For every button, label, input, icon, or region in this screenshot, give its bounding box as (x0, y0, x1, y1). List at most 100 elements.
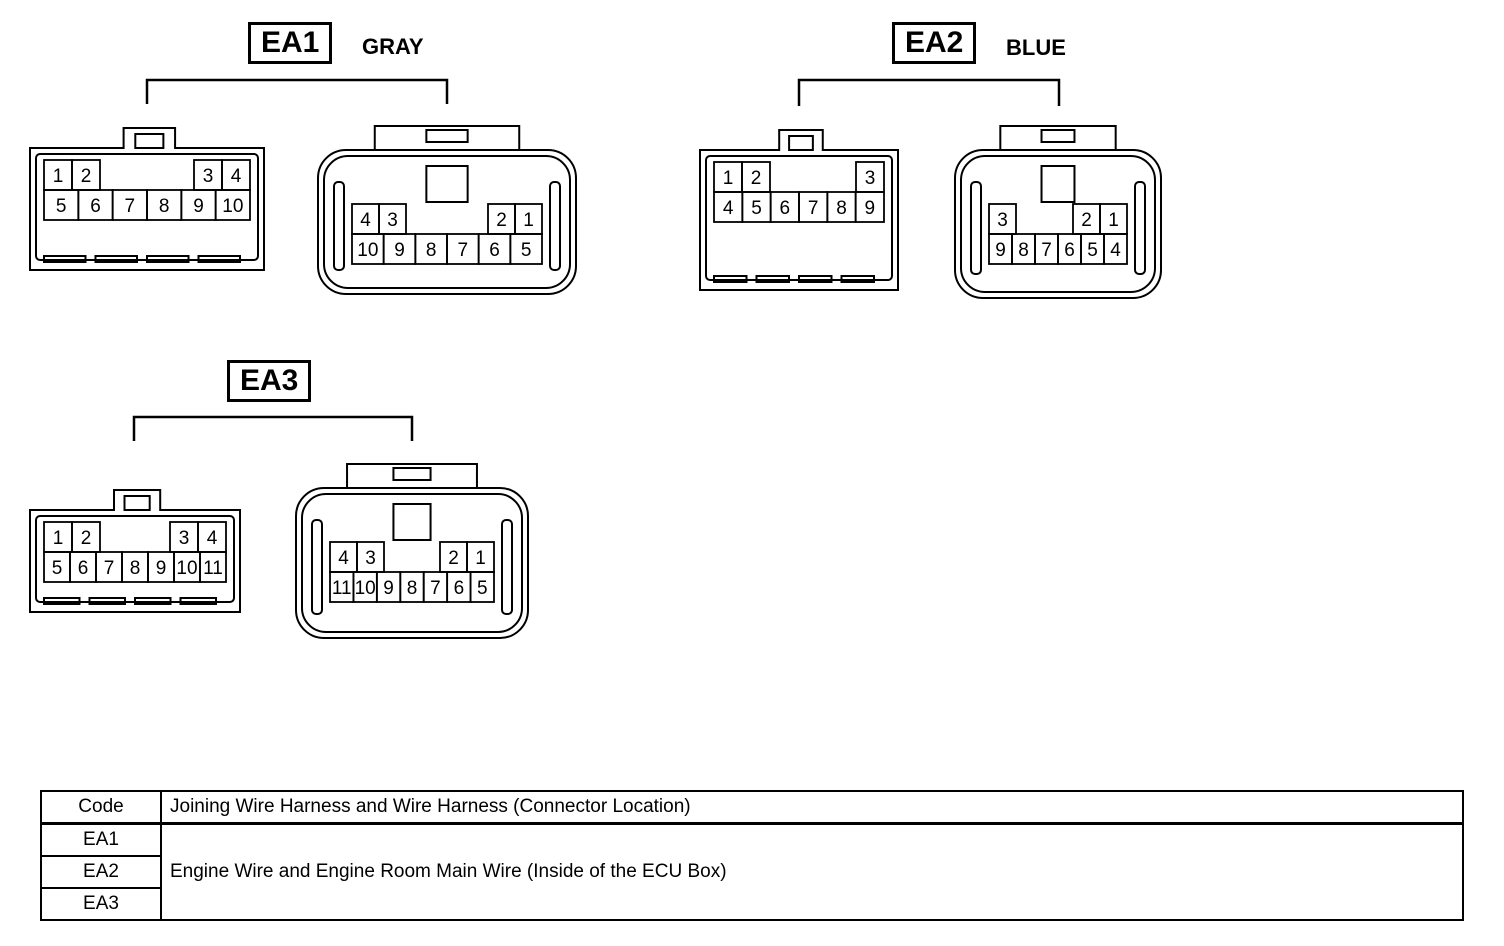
svg-text:9: 9 (156, 558, 167, 579)
pin-ea1-m-tr-1: 2 (487, 203, 516, 235)
male-connector-ea2 (954, 125, 1162, 299)
svg-text:4: 4 (207, 528, 218, 549)
pin-ea3-f-b-2: 6 (69, 551, 97, 583)
pin-ea3-f-b-6: 10 (173, 551, 201, 583)
svg-text:7: 7 (808, 198, 819, 219)
svg-text:10: 10 (355, 578, 376, 599)
table-row: EA3 (40, 887, 1463, 921)
svg-text:8: 8 (836, 198, 847, 219)
svg-text:2: 2 (751, 168, 762, 189)
svg-text:6: 6 (780, 198, 791, 219)
pin-ea3-m-b-2: 10 (352, 571, 378, 603)
svg-text:6: 6 (454, 578, 465, 599)
pin-ea3-m-b-7: 5 (469, 571, 495, 603)
male-connector-ea1 (317, 125, 577, 295)
connector-code-ea2: EA2 (892, 22, 977, 64)
pin-ea3-m-tl-2: 3 (356, 541, 385, 573)
pin-ea2-f-tr-1: 3 (855, 161, 885, 193)
header-code-cell: Code (40, 790, 162, 825)
pin-ea3-m-tr-1: 2 (439, 541, 468, 573)
svg-text:6: 6 (1064, 240, 1075, 261)
pin-ea1-m-b-6: 5 (509, 233, 543, 265)
bracket-ea3 (132, 415, 414, 441)
svg-text:7: 7 (1041, 240, 1052, 261)
pin-ea1-f-tl-1: 1 (43, 159, 73, 191)
svg-text:9: 9 (193, 196, 204, 217)
header-description-cell: Joining Wire Harness and Wire Harness (C… (160, 790, 1464, 825)
pin-ea2-f-b-3: 6 (769, 191, 800, 223)
svg-text:6: 6 (489, 240, 500, 261)
pin-ea1-f-b-4: 8 (146, 189, 183, 221)
pin-ea1-m-b-4: 7 (446, 233, 480, 265)
pin-ea2-m-b-3: 7 (1034, 233, 1059, 265)
svg-text:5: 5 (477, 578, 488, 599)
svg-text:11: 11 (332, 578, 352, 599)
pin-ea2-f-b-1: 4 (713, 191, 744, 223)
pin-ea1-f-b-3: 7 (111, 189, 148, 221)
pin-ea3-m-b-1: 11 (329, 571, 355, 603)
code-cell-ea3: EA3 (40, 887, 162, 921)
pin-ea3-f-tr-2: 4 (197, 521, 227, 553)
svg-text:8: 8 (1018, 240, 1029, 261)
pin-ea1-f-tr-2: 4 (221, 159, 251, 191)
pin-ea3-f-b-1: 5 (43, 551, 71, 583)
svg-text:5: 5 (751, 198, 762, 219)
description-cell: Engine Wire and Engine Room Main Wire (I… (160, 822, 1464, 921)
svg-text:7: 7 (104, 558, 115, 579)
svg-text:3: 3 (387, 210, 398, 231)
pin-ea2-m-tr-1: 2 (1072, 203, 1101, 235)
pin-ea3-f-b-5: 9 (147, 551, 175, 583)
pin-ea3-f-tl-2: 2 (71, 521, 101, 553)
pin-ea1-f-b-5: 9 (180, 189, 217, 221)
svg-text:6: 6 (90, 196, 101, 217)
pin-ea1-m-tl-1: 4 (351, 203, 380, 235)
svg-text:5: 5 (1087, 240, 1098, 261)
svg-text:4: 4 (338, 548, 349, 569)
pin-ea3-f-b-4: 8 (121, 551, 149, 583)
svg-text:6: 6 (78, 558, 89, 579)
table-row: EA1 Engine Wire and Engine Room Main Wir… (40, 822, 1464, 921)
svg-text:5: 5 (52, 558, 63, 579)
code-cell-ea2: EA2 (40, 855, 162, 889)
pin-ea2-f-b-5: 8 (826, 191, 857, 223)
pin-ea1-m-b-3: 8 (414, 233, 448, 265)
svg-text:4: 4 (1110, 240, 1121, 261)
pin-ea1-f-b-6: 10 (214, 189, 251, 221)
pin-ea3-f-tl-1: 1 (43, 521, 73, 553)
svg-text:4: 4 (723, 198, 734, 219)
svg-text:10: 10 (357, 240, 378, 261)
svg-text:10: 10 (222, 196, 243, 217)
svg-text:3: 3 (179, 528, 190, 549)
pin-ea1-m-tl-2: 3 (378, 203, 407, 235)
pin-ea3-f-tr-1: 3 (169, 521, 199, 553)
svg-text:5: 5 (56, 196, 67, 217)
connector-color-ea2: BLUE (1006, 35, 1066, 60)
pin-ea2-m-b-4: 6 (1057, 233, 1082, 265)
pin-ea2-f-b-6: 9 (854, 191, 885, 223)
svg-text:10: 10 (176, 558, 197, 579)
svg-text:8: 8 (426, 240, 437, 261)
svg-text:2: 2 (496, 210, 507, 231)
pin-ea3-m-b-6: 6 (446, 571, 472, 603)
svg-text:1: 1 (723, 168, 734, 189)
svg-text:9: 9 (995, 240, 1006, 261)
svg-text:9: 9 (383, 578, 394, 599)
pin-ea1-m-b-5: 6 (477, 233, 512, 265)
female-connector-ea3 (29, 489, 241, 613)
pin-ea2-f-tl-2: 2 (741, 161, 771, 193)
pin-ea3-m-tl-1: 4 (329, 541, 358, 573)
svg-text:2: 2 (1081, 210, 1092, 231)
svg-text:8: 8 (159, 196, 170, 217)
pin-ea2-m-b-2: 8 (1011, 233, 1036, 265)
pin-ea2-f-tl-1: 1 (713, 161, 743, 193)
svg-text:4: 4 (360, 210, 371, 231)
svg-text:2: 2 (81, 528, 92, 549)
svg-text:1: 1 (523, 210, 534, 231)
svg-text:1: 1 (1108, 210, 1119, 231)
connector-location-table: Code Joining Wire Harness and Wire Harne… (40, 790, 1464, 921)
pin-ea2-f-b-2: 5 (741, 191, 772, 223)
code-cell-ea1: EA1 (40, 822, 162, 857)
svg-text:1: 1 (53, 528, 64, 549)
pin-ea1-f-b-1: 5 (43, 189, 80, 221)
